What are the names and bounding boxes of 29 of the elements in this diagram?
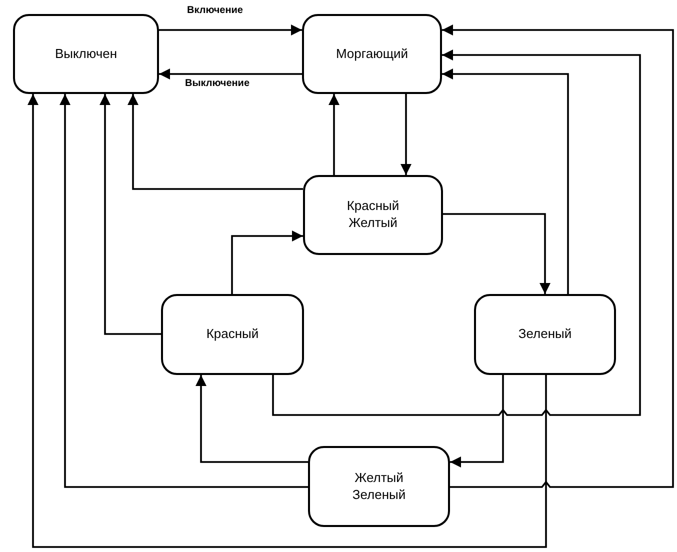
arrow bbox=[328, 94, 340, 175]
state-label: Моргающий bbox=[336, 46, 408, 62]
state-label: Зеленый bbox=[518, 326, 572, 343]
state-label: Желтый Зеленый bbox=[351, 470, 407, 504]
arrow bbox=[400, 94, 412, 175]
arrow bbox=[443, 213, 550, 294]
edge-label: Включение bbox=[186, 5, 244, 16]
edge-label: Выключение bbox=[184, 78, 251, 89]
arrow bbox=[442, 68, 569, 294]
state-box bbox=[308, 446, 450, 527]
arrow bbox=[100, 94, 161, 335]
arrow bbox=[28, 94, 547, 548]
arrow bbox=[450, 375, 504, 468]
arrow bbox=[196, 375, 308, 463]
arrow bbox=[159, 68, 302, 80]
arrow bbox=[231, 230, 303, 294]
state-box bbox=[13, 14, 159, 94]
state-label: Красный bbox=[206, 326, 259, 343]
arrow bbox=[128, 94, 303, 190]
state-box bbox=[161, 294, 304, 375]
arrow bbox=[60, 94, 308, 488]
state-box bbox=[474, 294, 616, 375]
state-box bbox=[302, 14, 442, 94]
arrow bbox=[272, 50, 641, 416]
state-box bbox=[303, 175, 443, 255]
state-label: Красный Желтый bbox=[346, 198, 400, 232]
state-label: Выключен bbox=[54, 46, 118, 62]
arrow bbox=[159, 24, 302, 36]
arrow bbox=[442, 24, 674, 488]
